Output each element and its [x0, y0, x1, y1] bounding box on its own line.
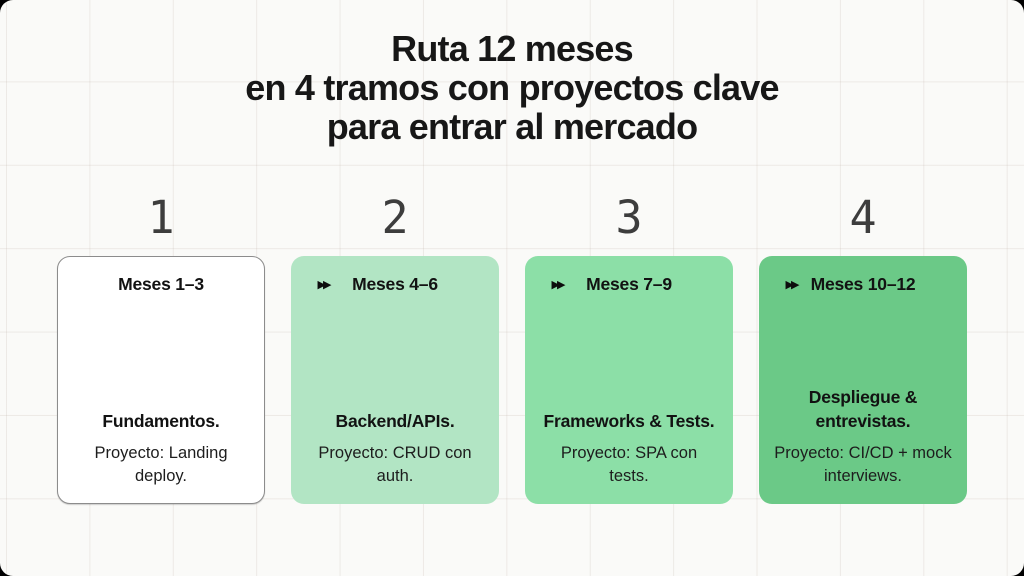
card-project: Proyecto: CI/CD + mock interviews. [774, 444, 952, 485]
card-months-label: Meses 7–9 [586, 274, 672, 294]
page-title: Ruta 12 meses en 4 tramos con proyectos … [0, 29, 1024, 146]
card-months-label: Meses 1–3 [118, 274, 204, 294]
card-topic: Despliegue & entrevistas. [808, 387, 918, 431]
card-months-10-12: Meses 10–12 Despliegue & entrevistas. Pr… [759, 256, 967, 504]
page-title-line: Ruta 12 meses [391, 28, 634, 69]
card-project: Proyecto: CRUD con auth. [318, 444, 472, 485]
step-numbers-row: 1 2 3 4 [57, 195, 967, 240]
card-months-label: Meses 10–12 [810, 274, 916, 294]
step-number-4: 4 [849, 191, 877, 244]
page-title-line: en 4 tramos con proyectos clave [245, 67, 779, 108]
card-months-label: Meses 4–6 [352, 274, 438, 294]
card-months-7-9: Meses 7–9 Frameworks & Tests. Proyecto: … [525, 256, 733, 504]
card-topic: Fundamentos. [102, 411, 220, 431]
card-topic: Backend/APIs. [335, 411, 455, 431]
card-topic: Frameworks & Tests. [543, 411, 715, 431]
card-project: Proyecto: SPA con tests. [560, 444, 698, 485]
card-months-4-6: Meses 4–6 Backend/APIs. Proyecto: CRUD c… [291, 256, 499, 504]
step-number-1: 1 [147, 191, 175, 244]
fast-forward-icon: ▶▶ [551, 278, 566, 291]
cards-row: Meses 1–3 Fundamentos. Proyecto: Landing… [57, 256, 967, 504]
step-number-2: 2 [381, 191, 409, 244]
card-months-1-3: Meses 1–3 Fundamentos. Proyecto: Landing… [57, 256, 265, 504]
fast-forward-icon: ▶▶ [785, 278, 800, 291]
page-title-line: para entrar al mercado [326, 106, 698, 147]
card-project: Proyecto: Landing deploy. [94, 444, 228, 485]
step-number-3: 3 [615, 191, 643, 244]
fast-forward-icon: ▶▶ [317, 278, 332, 291]
